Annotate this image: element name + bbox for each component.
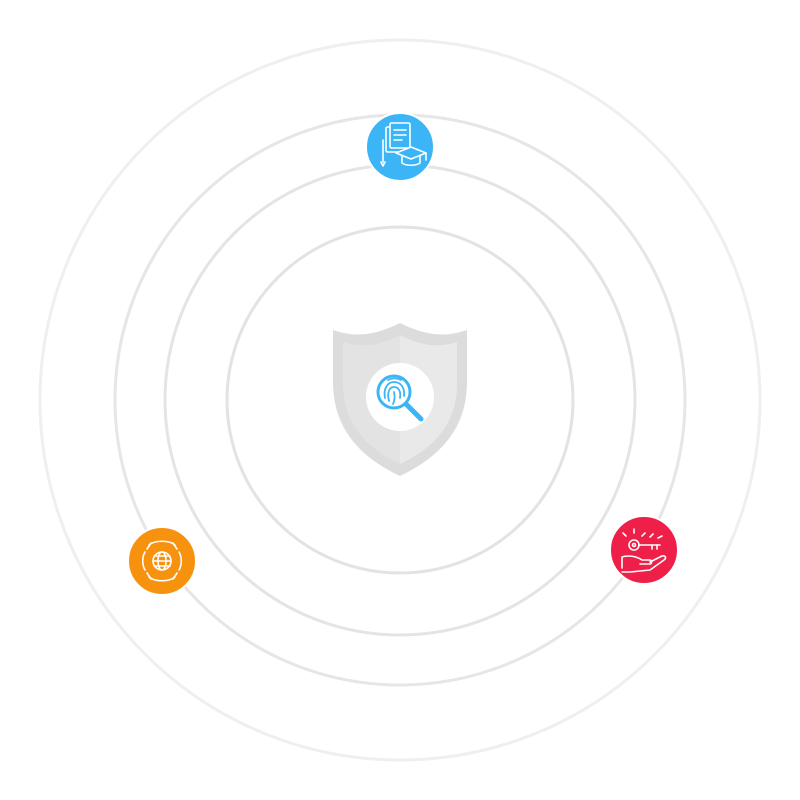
node-right-circle: [609, 515, 679, 585]
key-hand-icon: [621, 528, 667, 573]
hands-globe-icon: [141, 540, 183, 582]
ring-inner: [225, 225, 575, 575]
fingerprint-search-icon: [376, 374, 424, 422]
shield-icon: [333, 323, 467, 476]
node-right[interactable]: [609, 515, 679, 585]
document-graduation-cap-icon: [380, 122, 427, 167]
ring-outer: [38, 38, 762, 762]
node-left[interactable]: [127, 526, 197, 596]
node-top[interactable]: [365, 112, 435, 182]
